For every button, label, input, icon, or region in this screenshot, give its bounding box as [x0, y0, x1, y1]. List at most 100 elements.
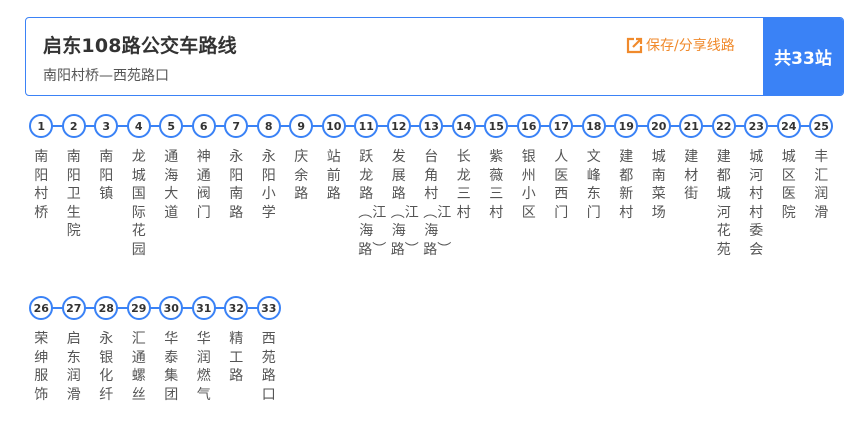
stop-name[interactable]: 城区医院 — [781, 149, 796, 221]
stop-name[interactable]: 南阳村桥 — [34, 149, 49, 221]
save-share-route-button[interactable]: 保存/分享线路 — [626, 34, 735, 56]
stop-name[interactable]: 通海大道 — [164, 149, 179, 221]
stop-item[interactable]: 7 永阳南路 — [220, 114, 269, 259]
stop-name[interactable]: 永银化纤 — [99, 331, 114, 403]
stop-item[interactable]: 27 启东润滑 — [58, 296, 107, 404]
stop-number-badge[interactable]: 27 — [61, 296, 86, 320]
stop-number-badge[interactable]: 6 — [191, 114, 216, 138]
stop-name[interactable]: 永阳南路 — [229, 149, 244, 221]
stop-number-badge[interactable]: 30 — [159, 296, 184, 320]
stop-item[interactable]: 8 永阳小学 — [253, 114, 302, 259]
stop-name[interactable]: 发展路︵江海路︶ — [390, 149, 419, 258]
stop-number-badge[interactable]: 29 — [126, 296, 151, 320]
stop-item[interactable]: 18 文峰东门 — [578, 114, 627, 259]
stop-name[interactable]: 台角村︵江海路︶ — [423, 149, 452, 258]
stop-name[interactable]: 精工路 — [229, 331, 244, 384]
stop-name[interactable]: 南阳卫生院 — [66, 149, 81, 239]
stop-item[interactable]: 20 城南菜场 — [643, 114, 692, 259]
stop-item[interactable]: 17 人医西门 — [545, 114, 594, 259]
stop-item[interactable]: 4 龙城国际花园 — [123, 114, 172, 259]
stop-name[interactable]: 启东润滑 — [66, 331, 81, 403]
stop-name[interactable]: 城河村村委会 — [749, 149, 764, 258]
stop-item[interactable]: 21 建材街 — [675, 114, 724, 259]
stop-number-badge[interactable]: 26 — [29, 296, 54, 320]
stop-number-badge[interactable]: 8 — [256, 114, 281, 138]
stop-number-badge[interactable]: 11 — [354, 114, 379, 138]
stop-item[interactable]: 33 西苑路口 — [253, 296, 286, 404]
stop-number-badge[interactable]: 21 — [679, 114, 704, 138]
stop-number-badge[interactable]: 18 — [581, 114, 606, 138]
stop-number-badge[interactable]: 32 — [224, 296, 249, 320]
stop-name[interactable]: 城南菜场 — [651, 149, 666, 221]
stop-name[interactable]: 紫薇三村 — [489, 149, 504, 221]
stop-item[interactable]: 25 丰汇润滑 — [805, 114, 838, 259]
stop-number-badge[interactable]: 3 — [94, 114, 119, 138]
stop-item[interactable]: 19 建都新村 — [610, 114, 659, 259]
stop-item[interactable]: 28 永银化纤 — [90, 296, 139, 404]
stop-number-badge[interactable]: 5 — [159, 114, 184, 138]
stop-number-badge[interactable]: 7 — [224, 114, 249, 138]
stop-name[interactable]: 龙城国际花园 — [131, 149, 146, 258]
stop-name[interactable]: 华润燃气 — [196, 331, 211, 403]
stop-number-badge[interactable]: 16 — [516, 114, 541, 138]
stop-number-badge[interactable]: 28 — [94, 296, 119, 320]
stop-item[interactable]: 23 城河村村委会 — [740, 114, 789, 259]
stop-number-badge[interactable]: 23 — [744, 114, 769, 138]
stop-name[interactable]: 西苑路口 — [261, 331, 276, 403]
stop-number-badge[interactable]: 20 — [646, 114, 671, 138]
stop-item[interactable]: 11 跃龙路︵江海路︶ — [350, 114, 399, 259]
stop-number-badge[interactable]: 4 — [126, 114, 151, 138]
stop-item[interactable]: 10 站前路 — [318, 114, 367, 259]
stop-name[interactable]: 跃龙路︵江海路︶ — [358, 149, 387, 258]
stop-number-badge[interactable]: 31 — [191, 296, 216, 320]
stop-item[interactable]: 32 精工路 — [220, 296, 269, 404]
stop-item[interactable]: 31 华润燃气 — [188, 296, 237, 404]
stop-number-badge[interactable]: 2 — [61, 114, 86, 138]
stop-name[interactable]: 神通阀门 — [196, 149, 211, 221]
stop-item[interactable]: 26 荣绅服饰 — [25, 296, 74, 404]
stop-item[interactable]: 6 神通阀门 — [188, 114, 237, 259]
stop-item[interactable]: 9 庆余路 — [285, 114, 334, 259]
stop-name[interactable]: 汇通螺丝 — [131, 331, 146, 403]
stop-number-badge[interactable]: 25 — [809, 114, 834, 138]
stop-name[interactable]: 站前路 — [326, 149, 341, 202]
stop-name[interactable]: 建材街 — [684, 149, 699, 202]
stop-number-badge[interactable]: 17 — [549, 114, 574, 138]
stop-item[interactable]: 3 南阳镇 — [90, 114, 139, 259]
stop-number-badge[interactable]: 22 — [711, 114, 736, 138]
stop-item[interactable]: 12 发展路︵江海路︶ — [383, 114, 432, 259]
stop-name[interactable]: 建都新村 — [619, 149, 634, 221]
stop-item[interactable]: 22 建都城河花苑 — [708, 114, 757, 259]
stop-item[interactable]: 5 通海大道 — [155, 114, 204, 259]
stop-number-badge[interactable]: 1 — [29, 114, 54, 138]
stop-name[interactable]: 南阳镇 — [99, 149, 114, 202]
stop-name[interactable]: 荣绅服饰 — [34, 331, 49, 403]
stop-number-badge[interactable]: 15 — [484, 114, 509, 138]
stop-name[interactable]: 华泰集团 — [164, 331, 179, 403]
stop-item[interactable]: 16 银州小区 — [513, 114, 562, 259]
stop-number-badge[interactable]: 33 — [256, 296, 281, 320]
stop-number-badge[interactable]: 14 — [451, 114, 476, 138]
stop-item[interactable]: 24 城区医院 — [773, 114, 822, 259]
stop-item[interactable]: 1 南阳村桥 — [25, 114, 74, 259]
stop-name[interactable]: 人医西门 — [554, 149, 569, 221]
stop-name[interactable]: 银州小区 — [521, 149, 536, 221]
stop-name[interactable]: 永阳小学 — [261, 149, 276, 221]
stop-item[interactable]: 2 南阳卫生院 — [58, 114, 107, 259]
stop-item[interactable]: 13 台角村︵江海路︶ — [415, 114, 464, 259]
stop-number-badge[interactable]: 10 — [321, 114, 346, 138]
stop-number-badge[interactable]: 13 — [419, 114, 444, 138]
stop-item[interactable]: 14 长龙三村 — [448, 114, 497, 259]
stop-name[interactable]: 长龙三村 — [456, 149, 471, 221]
stop-number-badge[interactable]: 19 — [614, 114, 639, 138]
stop-number-badge[interactable]: 12 — [386, 114, 411, 138]
stop-name[interactable]: 建都城河花苑 — [716, 149, 731, 258]
stop-item[interactable]: 15 紫薇三村 — [480, 114, 529, 259]
stop-name[interactable]: 丰汇润滑 — [814, 149, 829, 221]
stop-number-badge[interactable]: 24 — [776, 114, 801, 138]
stop-item[interactable]: 30 华泰集团 — [155, 296, 204, 404]
stop-item[interactable]: 29 汇通螺丝 — [123, 296, 172, 404]
stop-name[interactable]: 文峰东门 — [586, 149, 601, 221]
stop-name[interactable]: 庆余路 — [294, 149, 309, 202]
stop-number-badge[interactable]: 9 — [289, 114, 314, 138]
